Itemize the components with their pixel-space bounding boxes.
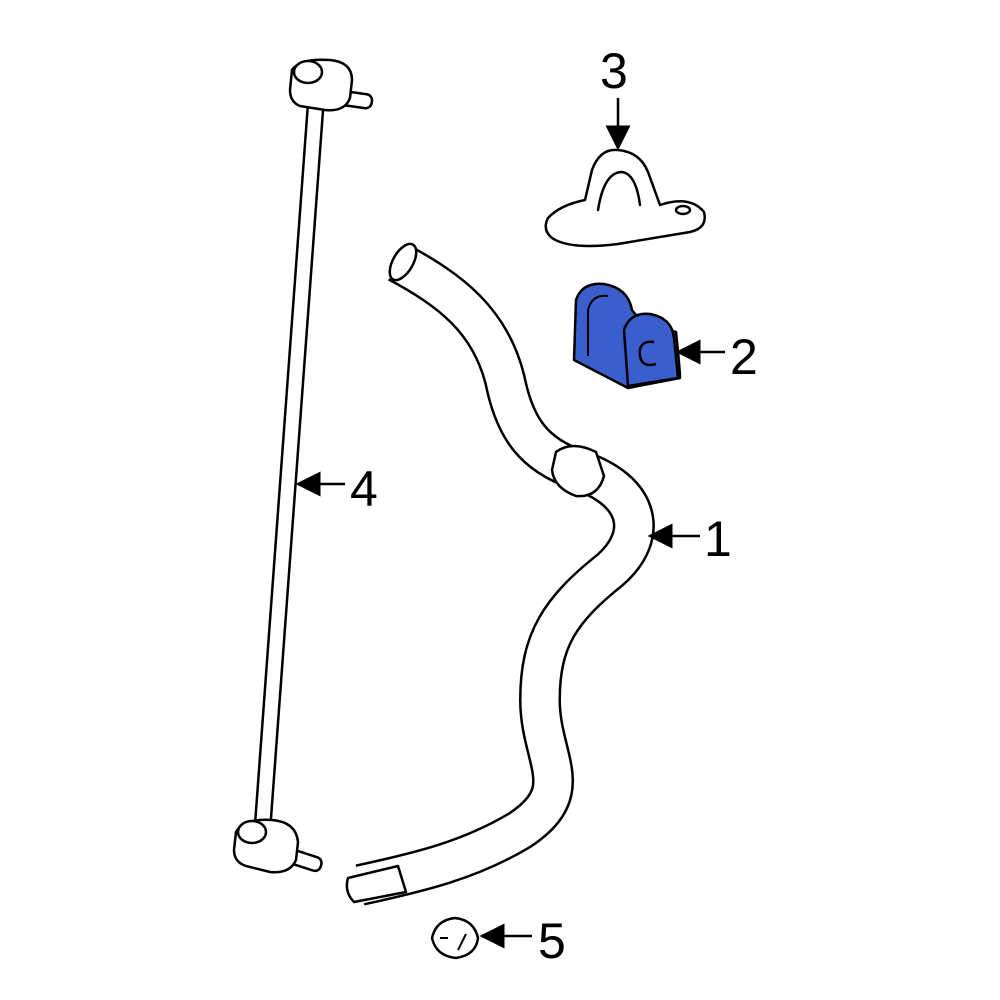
callout-label-2: 2 <box>730 329 758 385</box>
callout-label-1: 1 <box>704 511 732 567</box>
bushing[interactable] <box>572 282 682 390</box>
callout-label-4: 4 <box>350 461 378 517</box>
callout-arrows <box>295 98 725 949</box>
callout-label-5: 5 <box>538 913 566 969</box>
stabilizer-link[interactable] <box>232 58 374 874</box>
bracket[interactable] <box>544 148 706 248</box>
callout-label-3: 3 <box>600 43 628 99</box>
stabilizer-bar[interactable] <box>345 240 655 906</box>
nut[interactable] <box>430 916 480 960</box>
